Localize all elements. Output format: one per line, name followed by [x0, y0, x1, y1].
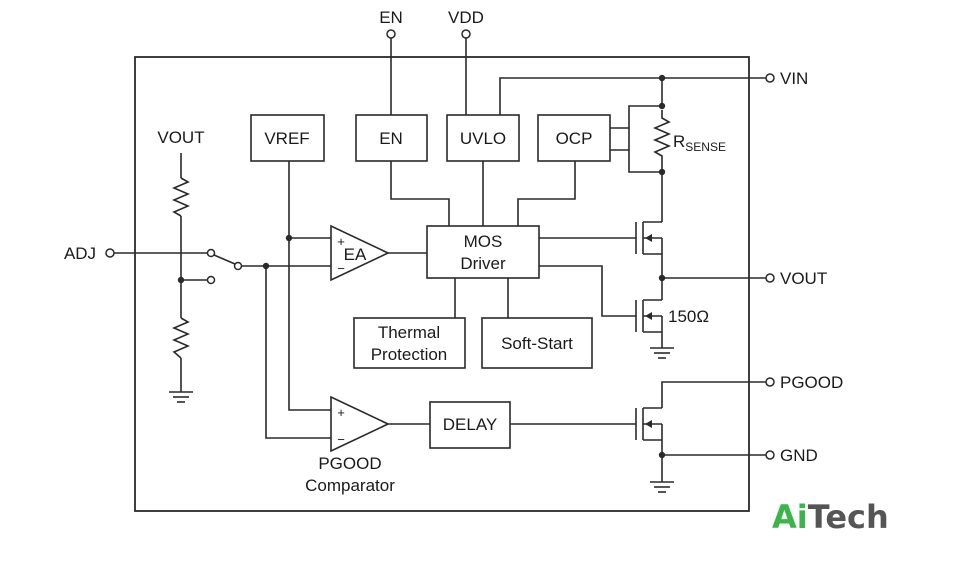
comp-plus-sign: + [337, 405, 345, 420]
vin-to-uvlo-wire [499, 77, 662, 115]
aitech-logo: AiTech [772, 498, 889, 536]
vin-pin [765, 73, 775, 83]
error-amplifier [330, 224, 390, 282]
vref-wire [288, 161, 331, 411]
ea-label: EA [344, 245, 367, 264]
pgood-comparator [330, 395, 390, 453]
thermal-protection-block [353, 317, 466, 369]
pgood-label: PGOOD [780, 373, 843, 392]
en-top-pin [386, 29, 396, 115]
gnd-pin [765, 450, 775, 460]
en-block-label: EN [379, 129, 403, 148]
mos-driver-label-1: MOS [464, 232, 503, 251]
vout-junction [658, 274, 666, 282]
discharge-mosfet [539, 265, 662, 333]
rsense-resistor [652, 110, 672, 172]
gnd-ground-symbol [650, 481, 674, 493]
en-top-pin-label: EN [379, 8, 403, 27]
vout-right-label: VOUT [780, 269, 827, 288]
adj-pin [105, 248, 115, 258]
ocp-to-driver-wire [517, 161, 576, 226]
ocp-label: OCP [556, 129, 593, 148]
ocp-block [537, 114, 611, 162]
gnd-label: GND [780, 446, 818, 465]
thermal-label-1: Thermal [378, 323, 440, 342]
ic-frame [134, 56, 750, 512]
vdd-top-pin [461, 29, 471, 115]
vref-block [250, 114, 325, 162]
ea-minus-sign: − [337, 261, 345, 276]
ea-plus-sign: + [337, 234, 345, 249]
rsense-label: RSENSE [673, 132, 726, 154]
en-block [355, 114, 428, 162]
uvlo-block [446, 114, 520, 162]
feedback-to-comp-wire [265, 266, 331, 439]
comp-minus-sign: − [337, 432, 345, 447]
feedback-select-switch [206, 248, 243, 285]
pass-mosfet [539, 221, 662, 255]
vdd-top-pin-label: VDD [448, 8, 484, 27]
gnd-junction [658, 451, 666, 459]
delay-label: DELAY [443, 415, 498, 434]
soft-start-block [481, 317, 593, 369]
pgood-mosfet [635, 407, 662, 441]
left-ground-symbol [169, 391, 193, 403]
upper-feedback-resistor [171, 177, 191, 217]
mos-driver-label-2: Driver [460, 254, 506, 273]
feedback-junction [262, 262, 270, 270]
vref-junction [285, 234, 293, 242]
soft-start-label: Soft-Start [501, 334, 573, 353]
pgood-comparator-label-1: PGOOD [318, 454, 381, 473]
divider-tap-junction [177, 276, 185, 284]
pgood-wire [661, 381, 766, 408]
lower-feedback-resistor [171, 317, 191, 359]
vout-left-label: VOUT [157, 128, 204, 147]
rsense-sense-loop [628, 105, 662, 173]
vin-label: VIN [780, 69, 808, 88]
pgood-comparator-label-2: Comparator [305, 476, 395, 495]
discharge-ground-symbol [650, 347, 674, 359]
vout-pin [765, 273, 775, 283]
thermal-label-2: Protection [371, 345, 448, 364]
en-to-driver-wire [390, 161, 450, 226]
delay-block [429, 401, 511, 449]
uvlo-label: UVLO [460, 129, 506, 148]
pulldown-resistor-label: 150Ω [668, 307, 709, 326]
adj-pin-label: ADJ [64, 244, 96, 263]
pgood-pin [765, 377, 775, 387]
vref-label: VREF [264, 129, 309, 148]
